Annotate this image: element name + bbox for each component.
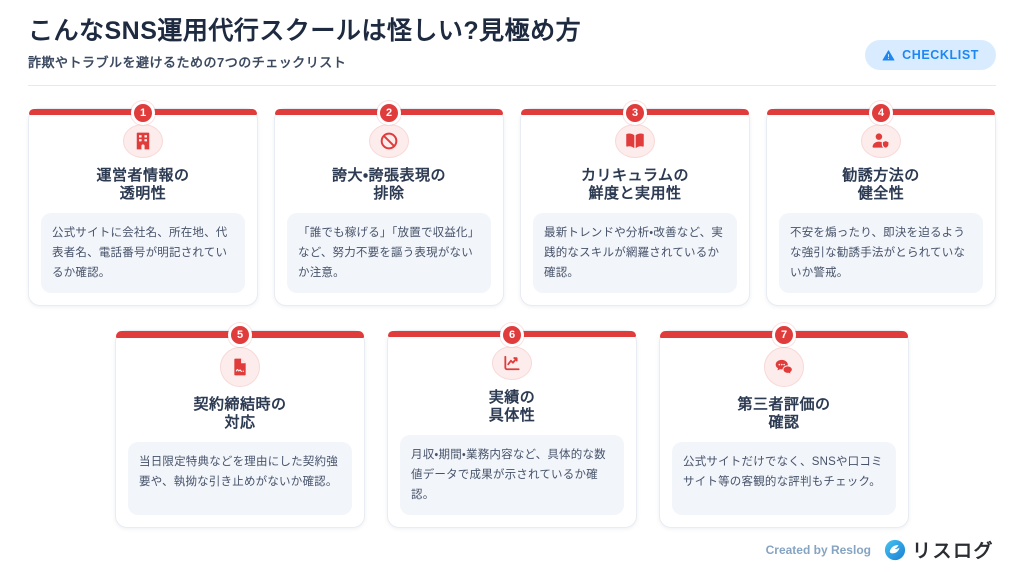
- cards-row-2: 5 契約締結時の 対応 当日限定特典などを理由にした契約強要や、執拗な引き止めが…: [28, 323, 996, 529]
- card-number-badge: 2: [377, 101, 401, 126]
- brand-logo[interactable]: リスログ: [884, 536, 994, 563]
- card-description: 不安を煽ったり、即決を迫るような強引な勧誘手法がとられていないか警戒。: [790, 226, 966, 280]
- page-subtitle: 詐欺やトラブルを避けるための7つのチェックリスト: [28, 55, 347, 71]
- checklist-card-2: 2 誇大・誇張表現の 排除 「誰でも稼げる」「放置で収益化」など、努力不要を謳う…: [274, 101, 504, 307]
- card-number-badge: 7: [772, 323, 796, 348]
- card-description-box: 月収・期間・業務内容など、具体的な数値データで成果が示されているか確認。: [400, 434, 624, 516]
- card-title: 契約締結時の 対応: [193, 396, 287, 432]
- card-description: 「誰でも稼げる」「放置で収益化」など、努力不要を謳う表現がないか注意。: [298, 226, 480, 280]
- card-number-badge: 6: [500, 323, 524, 348]
- page-title: こんなSNS運用代行スクールは怪しい?見極め方: [28, 17, 582, 45]
- card-description-box: 当日限定特典などを理由にした契約強要や、執拗な引き止めがないか確認。: [128, 442, 352, 516]
- cards-row-1: 1 運営者情報の 透明性: [28, 101, 996, 307]
- footer: Created by Reslog リスログ: [28, 528, 996, 567]
- card-title: 実績の 具体性: [488, 388, 536, 424]
- card-number-badge: 5: [228, 323, 252, 348]
- checklist-badge[interactable]: CHECKLIST: [865, 40, 996, 71]
- header-divider: [28, 85, 996, 87]
- header-text: こんなSNS運用代行スクールは怪しい?見極め方 詐欺やトラブルを避けるための7つ…: [28, 16, 581, 71]
- card-number-badge: 1: [131, 101, 155, 126]
- brand-name: リスログ: [911, 541, 994, 563]
- cards-area: 1 運営者情報の 透明性: [28, 86, 996, 529]
- card-number-badge: 3: [623, 101, 647, 126]
- checklist-card-5: 5 契約締結時の 対応 当日限定特典などを理由にした契約強要や、執拗な引き止めが…: [115, 323, 365, 529]
- checklist-card-6: 6 実績の 具体性 月収・期間・業務内容など、具体的な数値データで成果が示されて…: [387, 323, 637, 529]
- card-description-box: 最新トレンドや分析・改善など、実践的なスキルが網羅されているか確認。: [533, 212, 737, 294]
- credit-text: Created by Reslog: [765, 542, 871, 557]
- card-description-box: 公式サイトだけでなく、SNSや口コミサイト等の客観的な評判もチェック。: [672, 442, 896, 516]
- building-icon: [123, 124, 163, 158]
- card-title: 運営者情報の 透明性: [96, 166, 190, 202]
- card-number-badge: 4: [869, 101, 893, 126]
- user-shield-icon: [861, 124, 901, 158]
- header: こんなSNS運用代行スクールは怪しい?見極め方 詐欺やトラブルを避けるための7つ…: [28, 16, 996, 71]
- card-title: カリキュラムの 鮮度と実用性: [580, 166, 690, 202]
- card-description-box: 「誰でも稼げる」「放置で収益化」など、努力不要を謳う表現がないか注意。: [287, 212, 491, 294]
- card-description: 公式サイトだけでなく、SNSや口コミサイト等の客観的な評判もチェック。: [683, 456, 883, 489]
- file-signature-icon: [220, 347, 260, 388]
- card-title: 第三者評価の 確認: [737, 396, 831, 432]
- warning-triangle-icon: [882, 50, 895, 61]
- card-description: 月収・期間・業務内容など、具体的な数値データで成果が示されているか確認。: [411, 448, 606, 502]
- card-description-box: 公式サイトに会社名、所在地、代表者名、電話番号が明記されているか確認。: [41, 212, 245, 294]
- checklist-card-3: 3 カリキュラムの 鮮度と実用性 最新トレンドや分析・改善など、実践的なスキルが…: [520, 101, 750, 307]
- card-title: 勧誘方法の 健全性: [842, 166, 920, 202]
- book-open-icon: [615, 124, 655, 158]
- checklist-badge-label: CHECKLIST: [902, 48, 979, 63]
- card-description-box: 不安を煽ったり、即決を迫るような強引な勧誘手法がとられていないか警戒。: [779, 212, 983, 294]
- card-title: 誇大・誇張表現の 排除: [331, 166, 447, 202]
- reslog-logo-icon: [884, 539, 906, 560]
- comments-icon: [764, 347, 804, 388]
- card-description: 公式サイトに会社名、所在地、代表者名、電話番号が明記されているか確認。: [52, 226, 228, 280]
- ban-icon: [369, 124, 409, 158]
- checklist-card-1: 1 運営者情報の 透明性: [28, 101, 258, 307]
- card-description: 最新トレンドや分析・改善など、実践的なスキルが網羅されているか確認。: [544, 226, 724, 280]
- checklist-card-7: 7 第三者評価の 確認: [659, 323, 909, 529]
- card-description: 当日限定特典などを理由にした契約強要や、執拗な引き止めがないか確認。: [139, 456, 338, 489]
- checklist-card-4: 4 勧誘方法の 健全性 不安を煽ったり、即決を迫るような強引な勧誘手法がとられて…: [766, 101, 996, 307]
- chart-line-icon: [492, 346, 532, 380]
